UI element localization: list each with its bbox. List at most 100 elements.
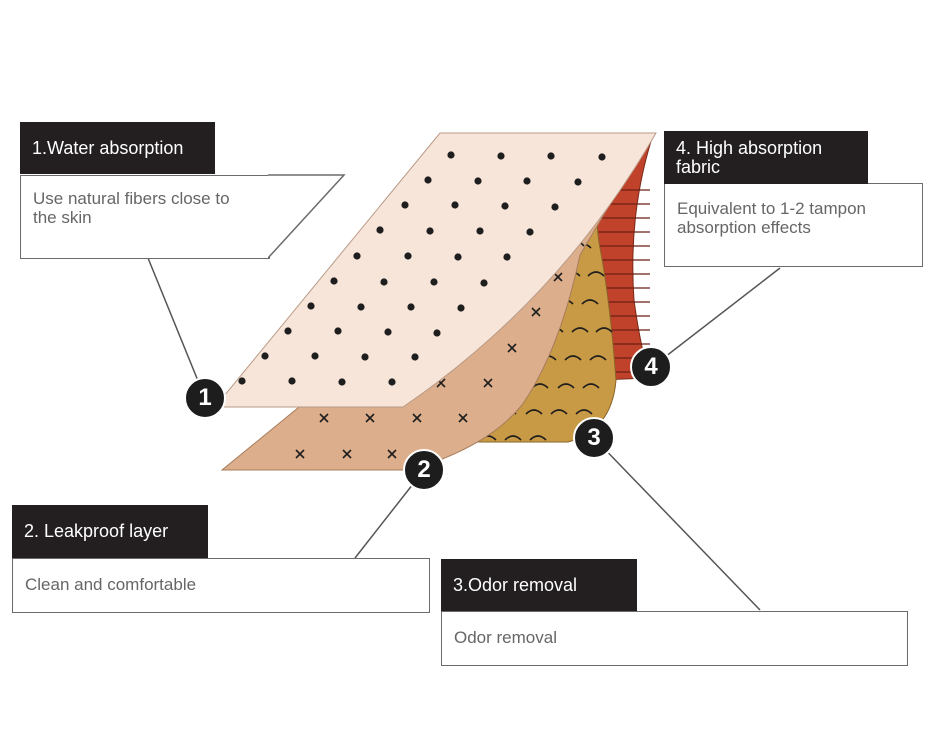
- cross-mark: [412, 413, 422, 423]
- cross-stroke: [295, 449, 305, 459]
- callout-2-title: 2. Leakproof layer: [12, 505, 208, 558]
- dot-mark: [407, 303, 415, 311]
- callout-3-title-text: 3.Odor removal: [453, 574, 578, 595]
- arc-mark: [504, 435, 522, 441]
- cross-stroke: [387, 449, 397, 459]
- cross-mark: [319, 413, 329, 423]
- cross-stroke: [458, 413, 468, 423]
- cross-stroke: [365, 413, 375, 423]
- cross-mark: [342, 449, 352, 459]
- cross-mark: [531, 307, 541, 317]
- dot-mark: [338, 378, 346, 386]
- callout-3-description: Odor removal: [441, 611, 908, 666]
- callout-4-title-text: 4. High absorption fabric: [676, 137, 823, 177]
- callout-2-description-text: Clean and comfortable: [25, 575, 197, 594]
- cross-stroke: [531, 307, 541, 317]
- callout-1-title: 1.Water absorption: [20, 122, 215, 174]
- callout-1-description: Use natural fibers close to the skin: [20, 175, 270, 259]
- callout-3-description-text: Odor removal: [454, 628, 557, 647]
- dot-mark: [261, 352, 269, 360]
- dot-mark: [454, 253, 462, 261]
- arc-mark: [571, 327, 589, 333]
- layer-1-texture: [238, 151, 606, 386]
- arc-mark: [529, 435, 547, 441]
- dot-mark: [424, 176, 432, 184]
- callout-1-arrow: [268, 174, 346, 259]
- dot-mark: [353, 252, 361, 260]
- dot-mark: [523, 177, 531, 185]
- callout-3-title: 3.Odor removal: [441, 559, 637, 611]
- cross-mark: [365, 413, 375, 423]
- badge-layer-3: 3: [573, 417, 615, 459]
- cross-mark: [483, 378, 493, 388]
- dot-mark: [411, 353, 419, 361]
- cross-mark: [458, 413, 468, 423]
- callout-1-description-text: Use natural fibers close to the skin: [33, 189, 230, 227]
- dot-mark: [574, 178, 582, 186]
- dot-mark: [526, 228, 534, 236]
- dot-mark: [503, 253, 511, 261]
- arc-mark: [582, 383, 600, 389]
- dot-mark: [361, 353, 369, 361]
- cross-mark: [507, 343, 517, 353]
- arc-mark: [589, 355, 607, 361]
- arc-mark: [564, 355, 582, 361]
- badge-layer-4: 4: [630, 346, 672, 388]
- callout-4-title: 4. High absorption fabric: [664, 131, 868, 184]
- dot-mark: [547, 152, 555, 160]
- cross-stroke: [436, 378, 446, 388]
- arc-mark: [587, 271, 605, 277]
- dot-mark: [288, 377, 296, 385]
- dot-mark: [238, 377, 246, 385]
- dot-mark: [480, 279, 488, 287]
- dot-mark: [501, 202, 509, 210]
- dot-mark: [476, 227, 484, 235]
- dot-mark: [404, 252, 412, 260]
- arc-mark: [525, 409, 543, 415]
- dot-mark: [307, 302, 315, 310]
- dot-mark: [474, 177, 482, 185]
- cross-stroke: [342, 449, 352, 459]
- dot-mark: [451, 201, 459, 209]
- dot-mark: [388, 378, 396, 386]
- dot-mark: [384, 328, 392, 336]
- dot-mark: [357, 303, 365, 311]
- callout-1-title-text: 1.Water absorption: [32, 137, 184, 158]
- connector-line-1: [147, 257, 206, 399]
- layer-1-water-absorption: [213, 132, 657, 408]
- arc-mark: [581, 299, 599, 305]
- arc-mark: [550, 409, 568, 415]
- cross-stroke: [412, 413, 422, 423]
- callout-4-description-text: Equivalent to 1-2 tampon absorption effe…: [677, 199, 867, 237]
- dot-mark: [380, 278, 388, 286]
- dot-mark: [330, 277, 338, 285]
- connector-line-3: [593, 437, 761, 611]
- dot-mark: [598, 153, 606, 161]
- callout-2-title-text: 2. Leakproof layer: [24, 521, 169, 541]
- badge-layer-2: 2: [403, 449, 445, 491]
- dot-mark: [284, 327, 292, 335]
- dot-mark: [426, 227, 434, 235]
- cross-mark: [553, 272, 563, 282]
- arc-mark: [557, 383, 575, 389]
- dot-mark: [334, 327, 342, 335]
- dot-mark: [457, 304, 465, 312]
- cross-mark: [387, 449, 397, 459]
- dot-mark: [551, 203, 559, 211]
- cross-stroke: [553, 272, 563, 282]
- arc-mark: [575, 409, 593, 415]
- dot-mark: [311, 352, 319, 360]
- callout-4-description: Equivalent to 1-2 tampon absorption effe…: [664, 183, 923, 267]
- cross-mark: [295, 449, 305, 459]
- callout-2-description: Clean and comfortable: [12, 558, 430, 613]
- connector-line-4: [651, 267, 781, 368]
- dot-mark: [430, 278, 438, 286]
- cross-stroke: [483, 378, 493, 388]
- dot-mark: [433, 329, 441, 337]
- arc-mark: [595, 327, 613, 333]
- cross-stroke: [507, 343, 517, 353]
- dot-mark: [447, 151, 455, 159]
- badge-layer-1: 1: [184, 377, 226, 419]
- dot-mark: [497, 152, 505, 160]
